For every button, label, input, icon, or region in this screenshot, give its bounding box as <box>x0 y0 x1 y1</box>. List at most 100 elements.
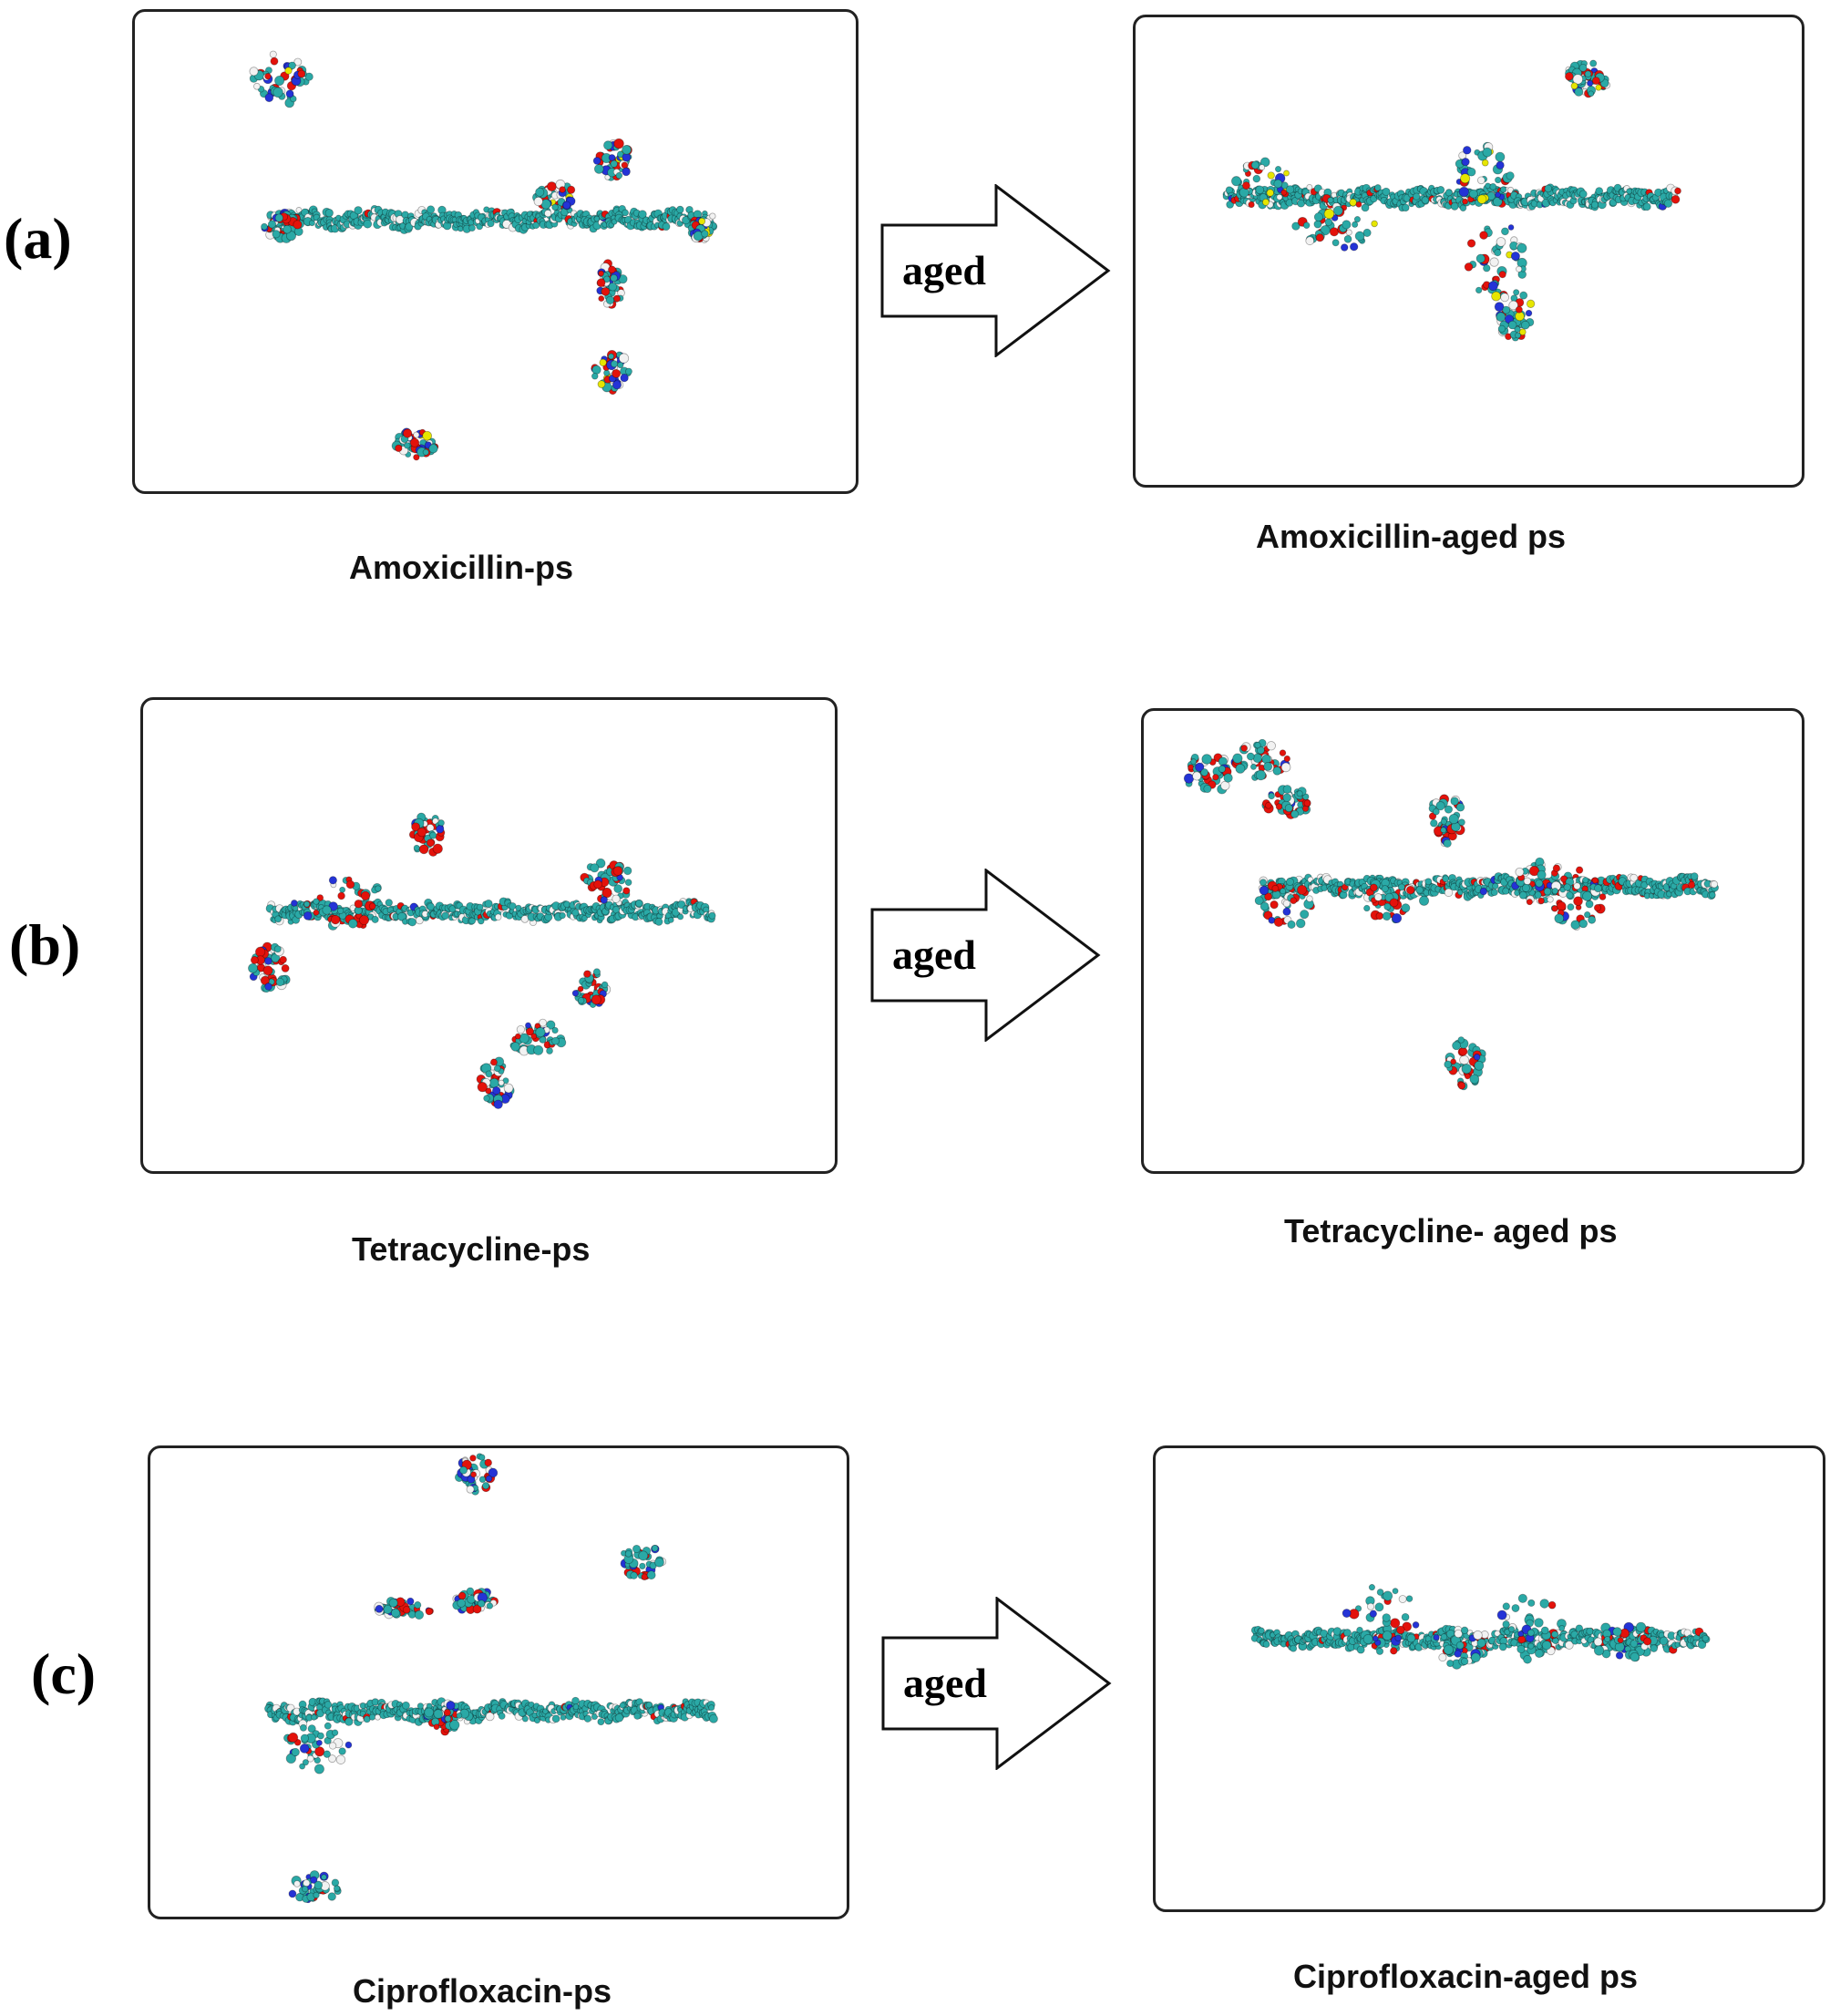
atom <box>338 1747 346 1755</box>
atom <box>1320 225 1331 236</box>
atom <box>324 1722 332 1730</box>
atom <box>1327 197 1334 204</box>
atom <box>401 1701 410 1710</box>
atom <box>601 287 611 296</box>
atom <box>1324 218 1333 227</box>
atom <box>402 428 413 438</box>
atom <box>493 1065 501 1073</box>
atom <box>613 884 622 893</box>
atom <box>1475 253 1486 263</box>
atom <box>1516 265 1523 273</box>
atom <box>1200 768 1208 777</box>
atom <box>1342 1609 1352 1618</box>
atom <box>559 186 566 193</box>
atom <box>1525 309 1533 317</box>
atom <box>559 911 566 920</box>
atom <box>358 914 370 926</box>
atom <box>1406 1633 1416 1643</box>
box-a-after <box>1133 15 1804 488</box>
atom <box>437 819 445 827</box>
atom <box>385 899 393 907</box>
atom <box>535 187 545 197</box>
molecular-view-b-after <box>1183 738 1719 1091</box>
atom <box>1452 1041 1462 1051</box>
atom <box>1551 905 1558 912</box>
atom <box>477 1082 488 1093</box>
atom <box>302 1759 309 1766</box>
atom <box>485 1087 492 1095</box>
atom <box>593 215 601 222</box>
atom <box>533 1044 544 1055</box>
atom <box>1650 1644 1659 1652</box>
atom <box>483 1095 490 1102</box>
atom <box>1203 784 1212 794</box>
atom <box>1315 233 1324 242</box>
atom <box>466 1485 475 1494</box>
atom <box>478 1476 487 1483</box>
atom <box>368 902 376 910</box>
atom <box>1390 1647 1398 1655</box>
atom <box>603 140 613 150</box>
atom <box>1450 1058 1457 1065</box>
atom <box>577 997 585 1004</box>
atom <box>591 372 599 380</box>
atom <box>433 1723 440 1731</box>
atom <box>313 909 320 916</box>
atom <box>1382 1630 1393 1641</box>
atom <box>1659 1636 1669 1646</box>
atom <box>488 1467 499 1478</box>
atom <box>271 953 281 963</box>
atom <box>591 994 601 1005</box>
atom <box>1212 774 1219 781</box>
atom <box>515 904 522 911</box>
atom <box>535 1026 546 1038</box>
atom <box>1517 1593 1527 1603</box>
atom <box>1382 187 1391 196</box>
atom <box>264 93 274 103</box>
atom <box>1527 1642 1535 1650</box>
atom <box>487 219 495 228</box>
atom <box>1663 199 1673 208</box>
atom <box>274 915 283 923</box>
atom <box>1232 753 1243 764</box>
caption-c-before: Ciprofloxacin-ps <box>353 1972 612 2010</box>
atom <box>446 1701 456 1711</box>
atom <box>698 217 706 225</box>
atom <box>601 981 609 989</box>
atom <box>1373 893 1383 901</box>
atom <box>327 1892 336 1901</box>
atom <box>1500 293 1510 303</box>
atom <box>1290 809 1300 818</box>
atom <box>1273 179 1283 189</box>
atom <box>622 145 632 155</box>
atom <box>1287 920 1296 929</box>
atom <box>1264 892 1273 901</box>
atom <box>1433 807 1440 816</box>
atom <box>560 1714 567 1721</box>
atom <box>551 1026 559 1034</box>
atom <box>1578 190 1588 199</box>
atom <box>274 76 285 87</box>
atom <box>1481 159 1489 167</box>
atom <box>1461 1064 1472 1075</box>
atom <box>1499 186 1507 193</box>
caption-a-after: Amoxicillin-aged ps <box>1256 518 1567 555</box>
atom <box>275 977 285 987</box>
atom <box>1584 70 1592 78</box>
atom <box>1582 890 1593 901</box>
atom <box>601 887 612 899</box>
atom <box>1573 896 1583 907</box>
box-b-after <box>1141 708 1804 1174</box>
atom <box>1356 1645 1365 1654</box>
atom <box>1498 1642 1507 1651</box>
atom <box>337 907 344 915</box>
atom <box>1231 176 1242 187</box>
atom <box>1534 1618 1544 1628</box>
atom <box>1459 204 1467 212</box>
atom <box>1570 82 1578 90</box>
atom <box>1254 896 1264 906</box>
atom <box>525 1022 531 1029</box>
atom <box>1594 884 1602 893</box>
atom <box>1363 904 1371 912</box>
arrow-label: aged <box>902 247 986 293</box>
